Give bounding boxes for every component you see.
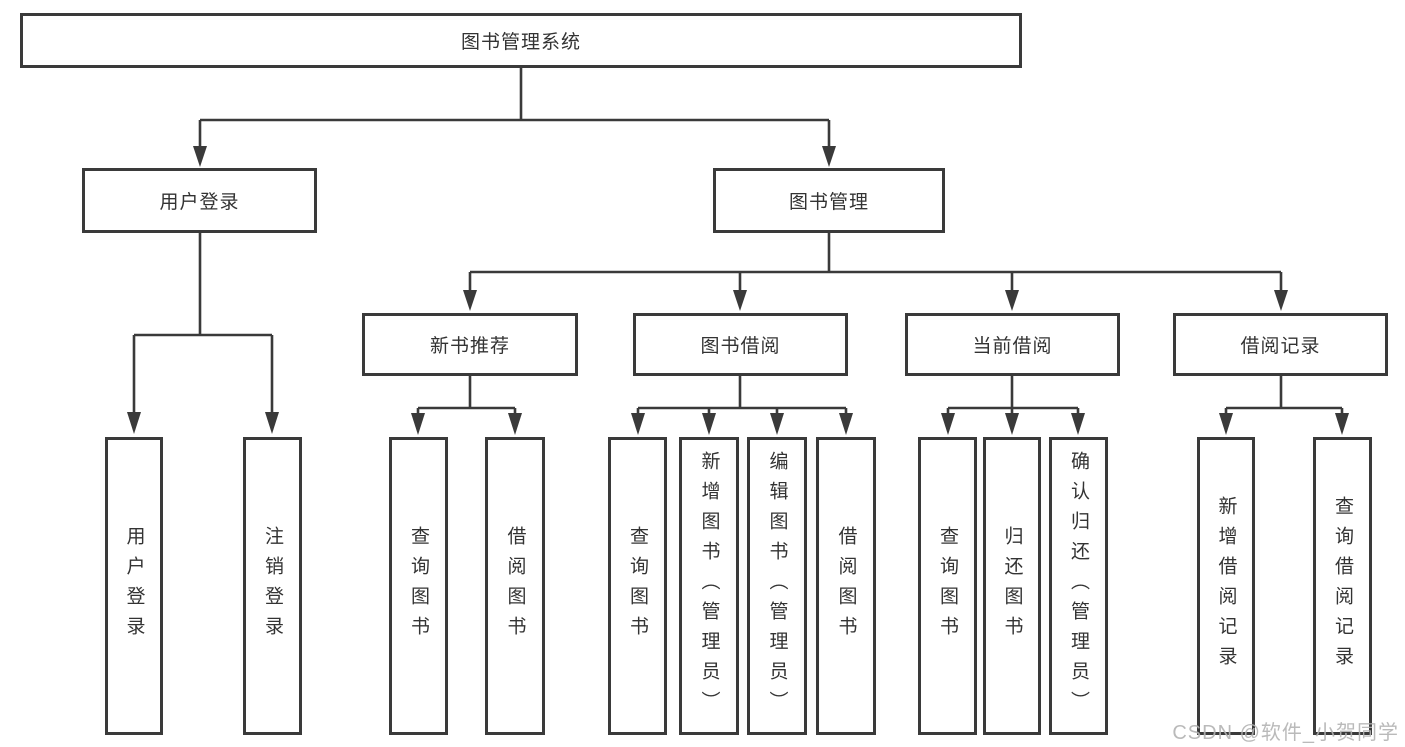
leaf-add-book-admin: 新增图书（管理员） — [679, 437, 739, 735]
leaf-query-book-borrow: 查询图书 — [608, 437, 667, 735]
node-label: 图书管理 — [788, 192, 869, 213]
arrow-down-icon — [941, 413, 955, 435]
node-label: 新增借阅记录 — [1215, 496, 1237, 676]
leaf-logout: 注销登录 — [243, 437, 302, 735]
arrow-down-icon — [1335, 413, 1349, 435]
leaf-add-borrow-record: 新增借阅记录 — [1197, 437, 1255, 735]
node-label: 新书推荐 — [429, 336, 510, 357]
leaf-return-book: 归还图书 — [983, 437, 1041, 735]
arrow-down-icon — [411, 413, 425, 435]
node-label: 查询图书 — [937, 526, 958, 646]
node-label: 当前借阅 — [972, 336, 1053, 357]
leaf-edit-book-admin: 编辑图书（管理员） — [747, 437, 807, 735]
node-root-library-system: 图书管理系统 — [20, 13, 1022, 68]
leaf-user-login: 用户登录 — [105, 437, 163, 735]
arrow-down-icon — [770, 413, 784, 435]
arrow-down-icon — [631, 413, 645, 435]
node-book-borrow: 图书借阅 — [633, 313, 848, 376]
node-new-book-recommend: 新书推荐 — [362, 313, 578, 376]
leaf-query-borrow-record: 查询借阅记录 — [1313, 437, 1372, 735]
arrow-down-icon — [1005, 290, 1019, 311]
leaf-borrow-book: 借阅图书 — [816, 437, 876, 735]
node-label: 归还图书 — [1001, 526, 1023, 646]
arrow-down-icon — [508, 413, 522, 435]
arrow-down-icon — [822, 146, 836, 167]
leaf-confirm-return-admin: 确认归还（管理员） — [1049, 437, 1108, 735]
csdn-watermark: CSDN @软件_小贺同学 — [1172, 722, 1399, 744]
node-label: 注销登录 — [262, 526, 283, 646]
arrow-down-icon — [1274, 290, 1288, 311]
node-label: 借阅图书 — [835, 526, 857, 646]
arrow-down-icon — [265, 412, 279, 434]
node-label: 查询图书 — [408, 526, 429, 646]
node-current-borrow: 当前借阅 — [905, 313, 1120, 376]
node-label: 确认归还（管理员） — [1068, 451, 1089, 721]
arrow-down-icon — [839, 413, 853, 435]
node-borrow-records: 借阅记录 — [1173, 313, 1388, 376]
arrow-down-icon — [1005, 413, 1019, 435]
arrow-down-icon — [127, 412, 141, 434]
leaf-borrow-book-recommend: 借阅图书 — [485, 437, 545, 735]
node-label: 图书管理系统 — [460, 32, 581, 53]
arrow-down-icon — [193, 146, 207, 167]
arrow-down-icon — [702, 413, 716, 435]
node-label: 用户登录 — [159, 192, 240, 213]
node-label: 图书借阅 — [700, 336, 781, 357]
arrow-down-icon — [733, 290, 747, 311]
node-label: 编辑图书（管理员） — [766, 451, 788, 721]
leaf-query-book-recommend: 查询图书 — [389, 437, 448, 735]
node-label: 查询图书 — [627, 526, 648, 646]
node-user-login: 用户登录 — [82, 168, 317, 233]
node-label: 新增图书（管理员） — [698, 451, 720, 721]
node-label: 借阅图书 — [504, 526, 526, 646]
arrow-down-icon — [463, 290, 477, 311]
node-label: 用户登录 — [123, 526, 145, 646]
arrow-down-icon — [1071, 413, 1085, 435]
arrow-down-icon — [1219, 413, 1233, 435]
node-label: 查询借阅记录 — [1332, 496, 1353, 676]
node-label: 借阅记录 — [1240, 336, 1321, 357]
leaf-query-book-current: 查询图书 — [918, 437, 977, 735]
node-book-management: 图书管理 — [713, 168, 945, 233]
